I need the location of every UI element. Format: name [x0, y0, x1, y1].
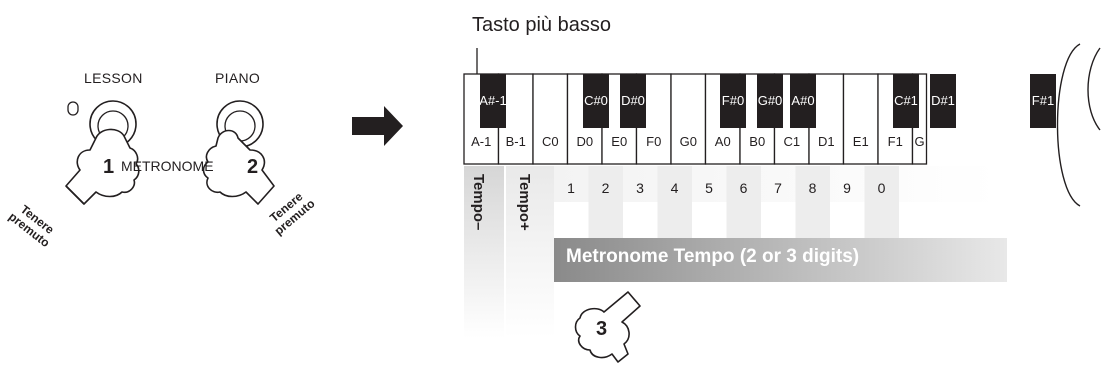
- white-key-label: B0: [749, 134, 766, 149]
- cut-bracket: [1087, 47, 1101, 131]
- white-key-label: A-1: [471, 134, 492, 149]
- black-key-label: C#1: [894, 93, 918, 108]
- digit-label: 1: [567, 180, 575, 196]
- black-key: [790, 74, 816, 128]
- digit-label: 6: [739, 180, 748, 196]
- digit-column-shade: [795, 166, 830, 238]
- black-key-label: C#0: [584, 93, 608, 108]
- black-key: [620, 74, 646, 128]
- black-key-label: G#0: [757, 93, 783, 108]
- black-key-label: D#1: [931, 93, 955, 108]
- white-key: [670, 73, 707, 165]
- tempo-strip: [554, 238, 1007, 282]
- white-key-label: F1: [887, 134, 903, 149]
- white-key: [842, 73, 879, 165]
- black-key: [480, 74, 506, 128]
- lesson-label: LESSON: [84, 70, 143, 86]
- pointing-hand-icon: [202, 129, 275, 205]
- white-key-label: C0: [541, 134, 559, 149]
- black-key: [583, 74, 609, 128]
- black-key-label: F#1: [1031, 93, 1055, 108]
- right-arrow-icon: [352, 106, 403, 146]
- white-key-label: E1: [852, 134, 869, 149]
- black-key: [757, 74, 783, 128]
- digit-column-shade: [864, 166, 899, 238]
- white-key-label: D1: [817, 134, 835, 149]
- black-key: [1030, 74, 1056, 128]
- finger-number-2: 2: [247, 156, 259, 178]
- digit-column-shade: [657, 166, 692, 238]
- digit-label: 9: [843, 180, 851, 196]
- tempo-strip-label: Metronome Tempo (2 or 3 digits): [566, 246, 860, 267]
- finger-number-3: 3: [596, 318, 608, 340]
- digit-column-shade: [588, 166, 623, 238]
- lowest-key-label: Tasto più basso: [472, 14, 611, 36]
- black-key-label: A#-1: [479, 93, 507, 108]
- digit-label: 4: [670, 180, 679, 196]
- white-key-label: G: [914, 134, 925, 149]
- digit-label: 3: [636, 180, 644, 196]
- metronome-label: METRONOME: [121, 158, 214, 174]
- finger-number-1: 1: [103, 156, 115, 178]
- black-key: [930, 74, 956, 128]
- digit-label: 7: [774, 180, 782, 196]
- digit-label: 8: [808, 180, 817, 196]
- digit-column-shade: [726, 166, 761, 238]
- white-key-label: A0: [714, 134, 731, 149]
- cut-bracket: [1056, 43, 1081, 207]
- pointing-hand-icon: [65, 128, 140, 205]
- pointing-hand-icon: [574, 291, 641, 363]
- black-key: [720, 74, 746, 128]
- keyboard-section: [463, 43, 1101, 207]
- black-key-label: A#0: [791, 93, 815, 108]
- piano-label: PIANO: [215, 70, 261, 86]
- digit-label: 0: [877, 180, 886, 196]
- function-panel: [464, 166, 1007, 338]
- digit-label: 5: [705, 180, 713, 196]
- black-key-label: D#0: [621, 93, 645, 108]
- tempo-minus-label: Tempo–: [470, 174, 487, 231]
- white-key-label: F0: [646, 134, 662, 149]
- led-indicator: [67, 101, 79, 116]
- white-key-label: G0: [679, 134, 697, 149]
- tempo-plus-label: Tempo+: [516, 174, 533, 231]
- white-key-label: C1: [783, 134, 801, 149]
- white-key-label: D0: [576, 134, 594, 149]
- black-key: [893, 74, 919, 128]
- white-key: [532, 73, 569, 165]
- black-key-label: F#0: [721, 93, 745, 108]
- white-key-label: B-1: [505, 134, 526, 149]
- white-key-label: E0: [611, 134, 628, 149]
- digit-label: 2: [601, 180, 610, 196]
